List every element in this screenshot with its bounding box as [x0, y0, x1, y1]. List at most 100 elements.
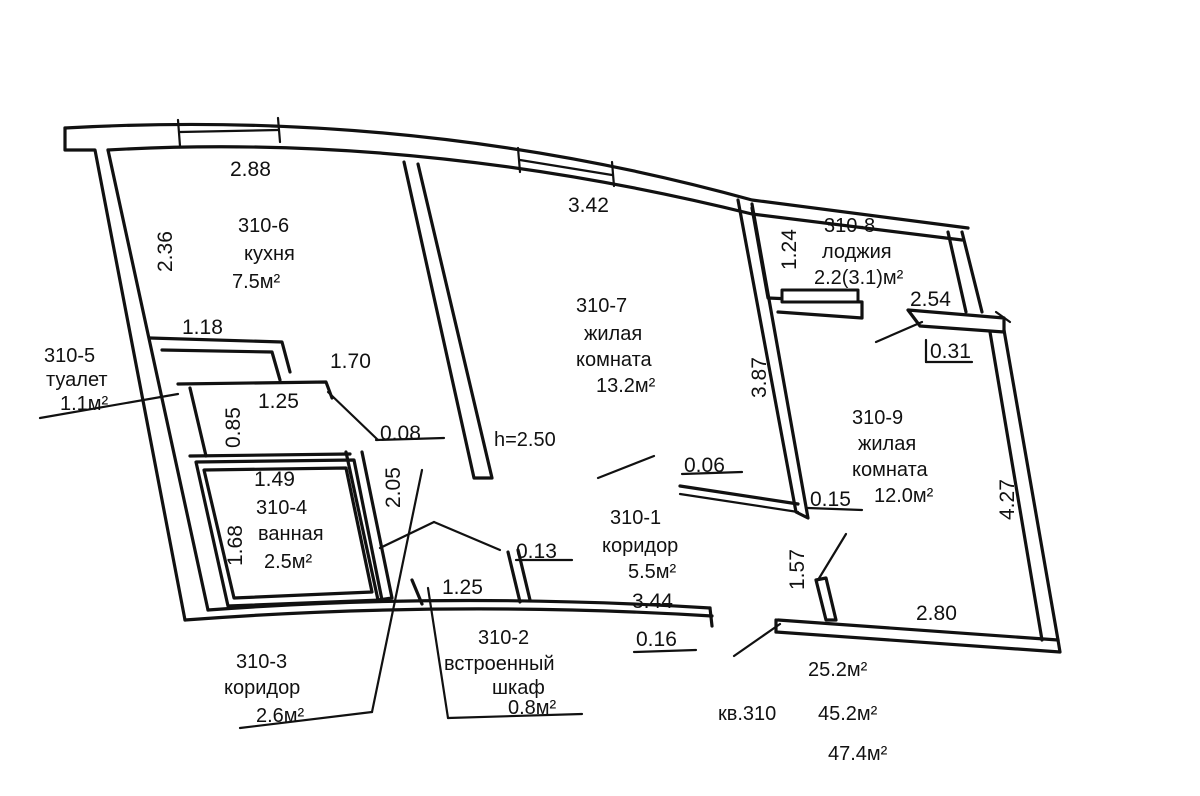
dim-1-18: 1.18 — [182, 316, 223, 339]
door-entrance — [732, 622, 782, 658]
room-310-7-area: 13.2м² — [596, 375, 656, 397]
room-310-6-id: 310-6 — [238, 215, 289, 237]
leader-0-16 — [632, 648, 698, 654]
dim-3-42: 3.42 — [568, 194, 609, 217]
room-310-7-name1: жилая — [584, 323, 642, 345]
left-wall-outer — [63, 126, 187, 622]
room-310-9-name2: комната — [852, 459, 929, 481]
leader-310-3 — [370, 468, 424, 714]
room-310-4-name: ванная — [258, 523, 324, 545]
door-room7 — [596, 454, 656, 480]
room-310-1-area: 5.5м² — [628, 561, 677, 583]
loggia-right-outer — [960, 230, 984, 314]
room-310-3-name: коридор — [224, 677, 300, 699]
ceiling-height: h=2.50 — [494, 429, 556, 451]
apartment-label: кв.310 — [718, 703, 776, 725]
wall-room9-jamb — [814, 576, 838, 622]
dim-1-49: 1.49 — [254, 468, 295, 491]
dim-0-08: 0.08 — [380, 422, 421, 445]
wall-room7-bottom — [678, 484, 800, 506]
area-totals: 25.2м² кв.310 45.2м² 47.4м² — [718, 659, 888, 765]
window-room7-right — [610, 160, 616, 188]
room-310-6-name: кухня — [244, 243, 295, 265]
dim-3-87: 3.87 — [748, 357, 771, 398]
bottom-wall-left-end — [708, 606, 714, 628]
loggia-right-inner — [946, 230, 968, 314]
door-room9 — [816, 532, 848, 582]
leader-310-5 — [38, 392, 180, 420]
window-room7-glass — [518, 158, 614, 177]
dim-1-70: 1.70 — [330, 350, 371, 373]
wall-closet-left — [410, 578, 424, 606]
bottom-wall-left-outer — [183, 607, 714, 622]
top-wall-inner — [106, 145, 964, 242]
room-310-9-name1: жилая — [858, 433, 916, 455]
dim-0-13: 0.13 — [516, 540, 557, 563]
grand-total-area: 47.4м² — [828, 743, 888, 765]
dim-2-88: 2.88 — [230, 158, 271, 181]
dim-0-31: 0.31 — [930, 340, 971, 363]
room-310-4-id: 310-4 — [256, 497, 307, 519]
room-310-2-id: 310-2 — [478, 627, 529, 649]
room-310-5-name: туалет — [46, 369, 108, 391]
wall-kitchen-room7 — [402, 160, 494, 480]
room-310-8-name: лоджия — [822, 241, 892, 263]
room-310-7-name2: комната — [576, 349, 653, 371]
room-labels: 310-6 кухня 7.5м² 310-7 жилая комната 13… — [44, 215, 934, 727]
wall-bath-right — [344, 450, 394, 602]
right-wall-outer — [1002, 328, 1060, 642]
door-toilet — [326, 390, 380, 442]
top-wall-outer — [63, 122, 970, 230]
leader-310-2 — [426, 586, 450, 720]
right-wall-inner — [988, 330, 1044, 642]
room-310-4-area: 2.5м² — [264, 551, 313, 573]
dim-1-24: 1.24 — [778, 229, 801, 270]
room-310-3-area: 2.6м² — [256, 705, 305, 727]
dim-2-80: 2.80 — [916, 602, 957, 625]
door-swings — [38, 320, 974, 730]
wall-toilet-left — [188, 386, 208, 458]
wall-bathroom-inner — [202, 466, 374, 600]
room-310-9-id: 310-9 — [852, 407, 903, 429]
leader-0-15 — [806, 506, 864, 512]
room-310-2-area: 0.8м² — [508, 697, 557, 719]
wall-toilet-bottom — [188, 452, 352, 458]
dim-1-25-bottom: 1.25 — [442, 576, 483, 599]
room-310-5-area: 1.1м² — [60, 393, 109, 415]
leader-310-3-base — [238, 710, 374, 730]
wall-closet-right — [506, 550, 522, 604]
room-310-3-id: 310-3 — [236, 651, 287, 673]
left-wall-inner — [106, 148, 210, 612]
wall-ledge-0-31 — [906, 308, 1006, 334]
bottom-wall-right-inner — [776, 618, 1060, 642]
door-bathroom — [378, 520, 436, 550]
room-310-8-area: 2.2(3.1)м² — [814, 267, 904, 289]
dim-0-16: 0.16 — [636, 628, 677, 651]
dim-1-68: 1.68 — [224, 525, 247, 566]
bottom-wall-right-outer — [774, 630, 1062, 654]
dim-2-54: 2.54 — [910, 288, 951, 311]
dimension-labels: 2.88 3.42 2.36 1.24 2.54 0.31 1.18 1.70 … — [154, 158, 1019, 651]
dim-1-25-top: 1.25 — [258, 390, 299, 413]
door-closet — [432, 520, 502, 552]
interior-walls — [148, 160, 864, 622]
leader-0-06 — [680, 470, 744, 476]
loggia-door — [780, 288, 860, 304]
wall-loggia-bottom — [750, 206, 864, 320]
wall-kitchen-step — [148, 336, 292, 374]
room-310-9-area: 12.0м² — [874, 485, 934, 507]
window-kitchen-glass — [178, 128, 280, 134]
room-310-5-id: 310-5 — [44, 345, 95, 367]
room-310-1-id: 310-1 — [610, 507, 661, 529]
room-310-6-area: 7.5м² — [232, 271, 281, 293]
room-310-2-name2: шкаф — [492, 677, 545, 699]
door-room9-top — [874, 320, 924, 344]
total-living-area: 25.2м² — [808, 659, 868, 681]
leader-310-2-base — [446, 712, 584, 720]
wall-kitchen-step-inner — [160, 348, 282, 382]
wall-room7-room9 — [736, 198, 810, 520]
ledge-tick — [994, 310, 1012, 324]
room-310-2-name1: встроенный — [444, 653, 555, 675]
dim-0-06: 0.06 — [684, 454, 725, 477]
